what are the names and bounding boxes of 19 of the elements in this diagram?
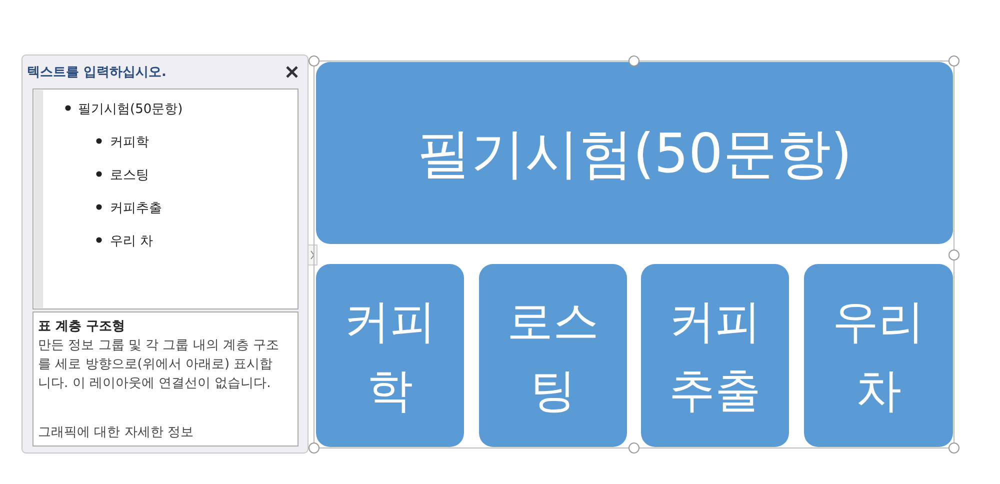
bullet-item: 커피추출 <box>110 200 162 217</box>
bullet-item: 필기시험(50문항) <box>78 101 183 118</box>
box-text: 우리 차 <box>832 292 926 418</box>
bullet-item: 로스팅 <box>110 167 149 184</box>
title-box <box>316 62 953 244</box>
category-box <box>316 264 464 447</box>
box-text: 로스팅 <box>506 292 600 418</box>
box-text: 커피학 <box>343 292 437 418</box>
bullet-item: 커피학 <box>110 134 149 151</box>
box-text: 필기시험(50문항) <box>417 120 852 186</box>
bullet-item: 우리 차 <box>110 233 154 250</box>
category-box <box>641 264 789 447</box>
layout-description: 만든 정보 그룹 및 각 그룹 내의 계층 구조를 세로 방향으로(위에서 아래로) 표시합니다. 이 레이아웃에 연결선이 없습니다. <box>38 337 280 393</box>
pane-title: 텍스트를 입력하십시오. <box>27 64 166 81</box>
info-link: 그래픽에 대한 자세한 정보 <box>38 424 194 441</box>
category-box <box>804 264 953 447</box>
box-text: 커피추출 <box>668 292 762 418</box>
layout-name: 표 계층 구조형 <box>38 318 126 335</box>
category-box <box>479 264 627 447</box>
